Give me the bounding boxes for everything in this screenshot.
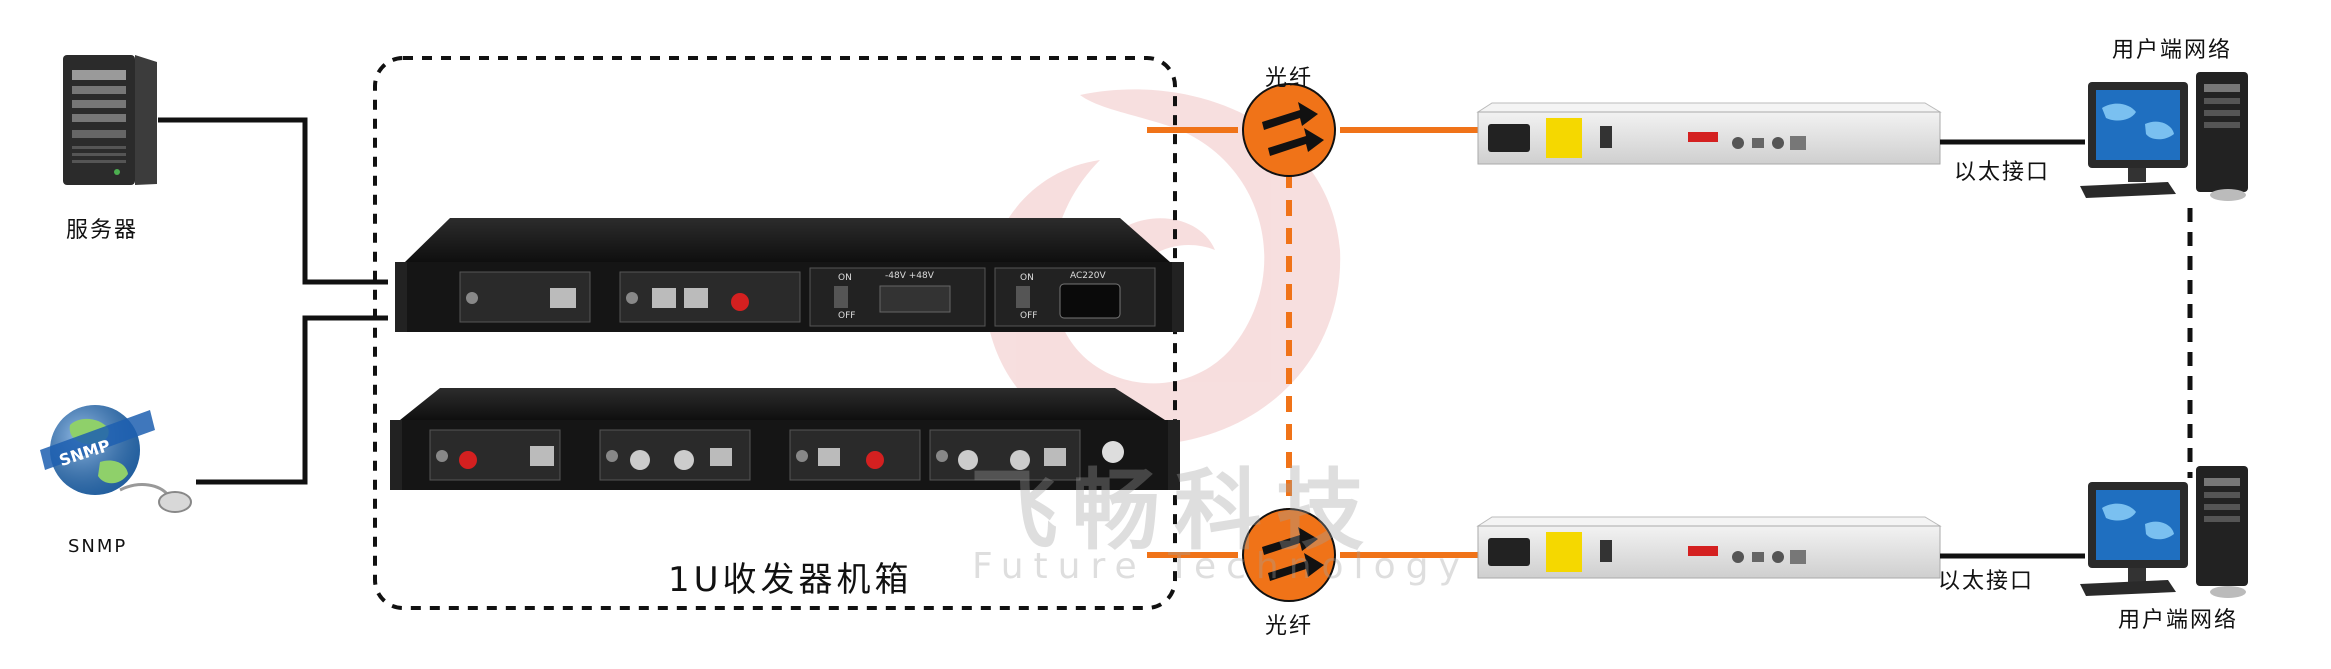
server-tower-icon [63,55,157,185]
ethernet-label-bottom: 以太接口 [1938,569,2035,594]
chassis-top-psu-dc: ON OFF -48V +48V [809,267,986,327]
user-network-label-bottom: 用户端网络 [2118,608,2239,633]
fiber-coupler-icon [1242,508,1336,602]
chassis-bottom-card-1 [429,429,561,481]
ethernet-cables [1940,139,2085,559]
fiber-label-top: 光纤 [1265,66,1314,91]
svg-text:ON: ON [838,273,852,283]
converter-unit-bottom [1476,516,1942,579]
chassis-top-psu-ac: ON OFF AC220V [994,267,1156,327]
watermark-company-en: Future Technology [972,546,1470,587]
chassis-unit-top: ON OFF -48V +48V ON OFF AC220V [395,218,1184,332]
brand-logo-icon [1102,441,1124,463]
chassis-unit-bottom [390,388,1180,490]
chassis-boundary [373,56,1177,610]
snmp-label: SNMP [68,536,128,557]
snmp-globe-icon: SNMP [40,405,192,513]
fiber-coupler-icon [1242,83,1336,177]
fiber-label-bottom: 光纤 [1265,614,1314,639]
svg-text:OFF: OFF [838,311,855,321]
management-cables [158,117,388,485]
desktop-computer-icon [2080,72,2248,201]
svg-text:ON: ON [1020,273,1034,283]
chassis-label: 1U收发器机箱 [668,560,913,600]
svg-text:AC220V: AC220V [1070,271,1106,281]
converter-unit-top [1476,102,1942,165]
svg-text:OFF: OFF [1020,311,1037,321]
svg-text:-48V +48V: -48V +48V [885,271,935,281]
chassis-bottom-card-2 [599,429,751,481]
ethernet-label-top: 以太接口 [1954,160,2051,185]
watermark-company-cn: 飞畅科技 [970,459,1379,562]
chassis-bottom-card-4 [929,429,1081,481]
chassis-bottom-card-3 [789,429,921,481]
chassis-top-card-1 [459,271,591,323]
server-label: 服务器 [66,218,139,243]
fiber-links [1147,127,1478,558]
user-network-label-top: 用户端网络 [2112,38,2233,63]
chassis-top-card-2 [619,271,801,323]
desktop-computer-icon [2080,466,2248,598]
